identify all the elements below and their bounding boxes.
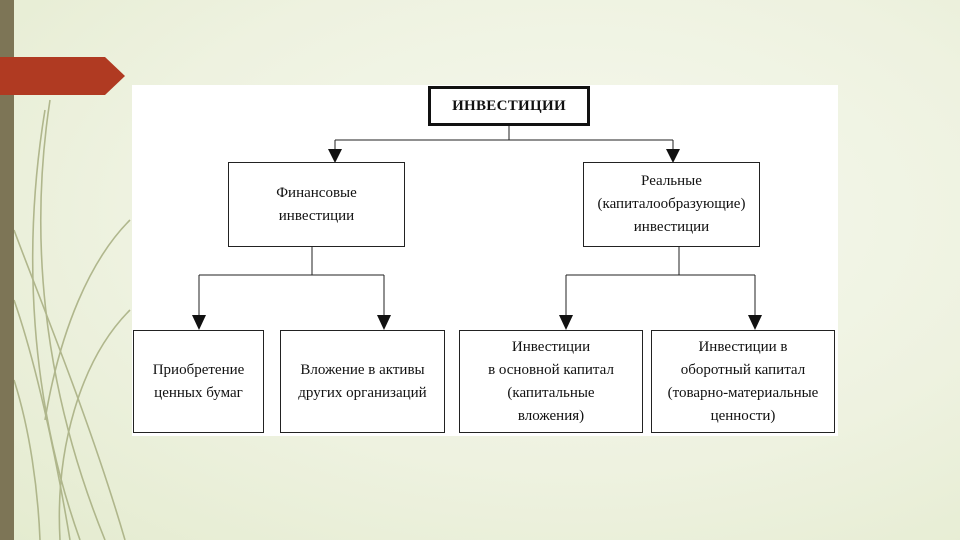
arrowhead-fixed-capital (559, 315, 573, 330)
root-node-label: ИНВЕСТИЦИИ (452, 97, 566, 114)
arrowhead-assets (377, 315, 391, 330)
left-accent-bar (0, 0, 14, 540)
node-working-capital: Инвестиции в оборотный капитал (товарно-… (651, 330, 835, 433)
node-fixed-capital: Инвестиции в основной капитал (капитальн… (459, 330, 643, 433)
node-real-label: Реальные (капиталообразующие) инвестиции (597, 173, 746, 235)
node-real-investments: Реальные (капиталообразующие) инвестиции (583, 162, 760, 247)
root-node-investments: ИНВЕСТИЦИИ (428, 86, 590, 126)
node-fixed-capital-label: Инвестиции в основной капитал (капитальн… (488, 338, 614, 424)
node-securities-purchase: Приобретение ценных бумаг (133, 330, 264, 433)
red-arrow-shape (0, 57, 125, 95)
arrowhead-financial (328, 149, 342, 163)
node-financial-label: Финансовые инвестиции (276, 184, 357, 224)
diagram-connectors (192, 126, 762, 330)
node-working-capital-label: Инвестиции в оборотный капитал (товарно-… (667, 338, 819, 424)
node-assets-investment: Вложение в активы других организаций (280, 330, 445, 433)
node-financial-investments: Финансовые инвестиции (228, 162, 405, 247)
arrowhead-real (666, 149, 680, 163)
node-assets-label: Вложение в активы других организаций (298, 361, 427, 401)
node-securities-label: Приобретение ценных бумаг (152, 361, 245, 401)
diagram-panel: ИНВЕСТИЦИИ Финансовые инвестиции Реальны… (132, 85, 838, 436)
arrowhead-working-capital (748, 315, 762, 330)
arrowhead-securities (192, 315, 206, 330)
